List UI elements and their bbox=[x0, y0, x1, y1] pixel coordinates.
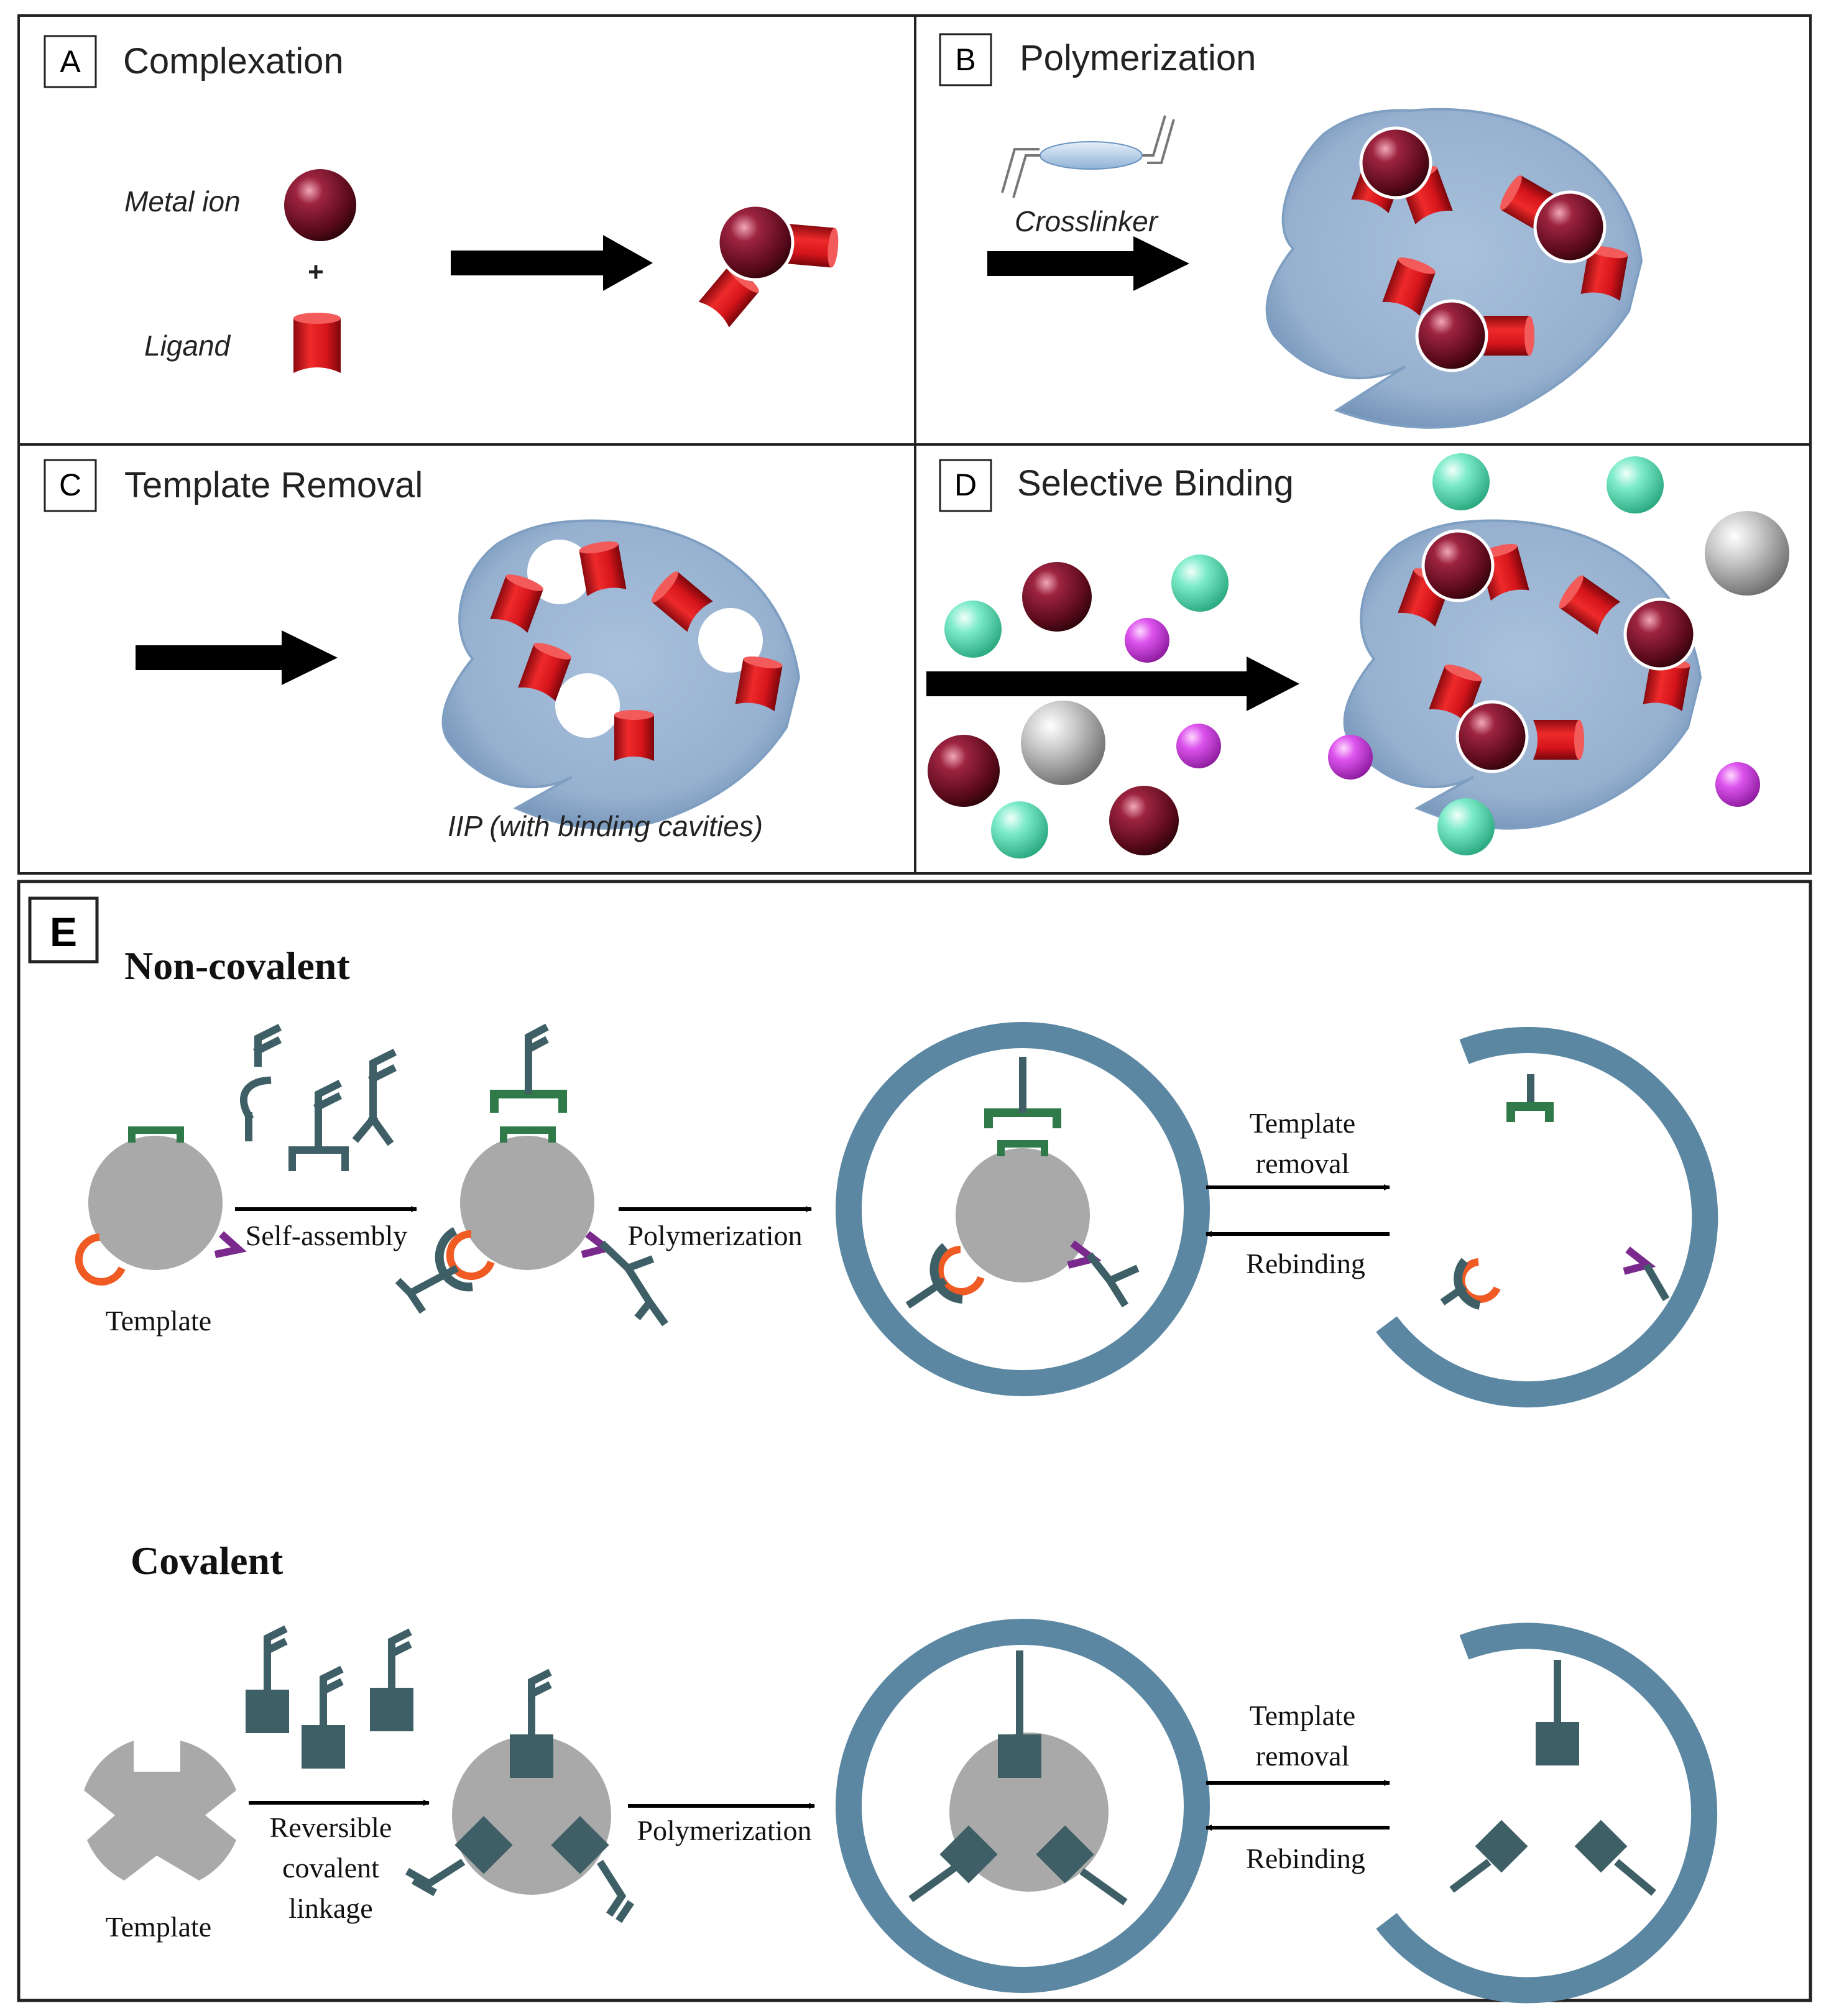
panel-a-letter: A bbox=[60, 44, 81, 79]
ligand-cylinder bbox=[293, 313, 341, 373]
panel-d-title: Selective Binding bbox=[1017, 463, 1294, 504]
covalent-heading: Covalent bbox=[131, 1539, 284, 1583]
panel-a-letter-box bbox=[44, 35, 97, 88]
panel-b-letter-box bbox=[939, 33, 992, 86]
metal-ion bbox=[1109, 786, 1179, 855]
noncovalent-heading: Non-covalent bbox=[124, 944, 350, 988]
iip-with-cavities bbox=[441, 519, 801, 830]
metal-ion-sphere bbox=[284, 169, 356, 241]
binding-cavity bbox=[698, 608, 763, 673]
free-monomers-noncovalent bbox=[240, 1023, 397, 1171]
panel-a: A Complexation Metal ion + Ligand bbox=[44, 35, 840, 373]
magenta-ion bbox=[1176, 724, 1221, 768]
crosslinker-molecule bbox=[1001, 115, 1175, 198]
iip-rebound bbox=[1343, 519, 1702, 830]
plus-sign: + bbox=[308, 257, 324, 287]
metal-ion-label: Metal ion bbox=[124, 185, 241, 218]
teal-ion bbox=[1432, 453, 1490, 510]
metal-ion bbox=[928, 735, 1000, 807]
silver-ion bbox=[1021, 701, 1105, 785]
panel-d-frame bbox=[914, 443, 1812, 875]
teal-ion bbox=[1437, 798, 1495, 855]
template-removal-arrow bbox=[136, 630, 338, 685]
panel-d-letter: D bbox=[954, 467, 977, 502]
teal-ion bbox=[991, 801, 1048, 858]
selective-binding-arrow bbox=[926, 656, 1299, 711]
teal-ion bbox=[944, 601, 1002, 658]
polymerization-arrow-b bbox=[987, 236, 1189, 291]
template-label-covalent: Template bbox=[106, 1911, 211, 1943]
panel-c: C Template Removal IIP (with binding cav… bbox=[44, 459, 801, 842]
self-assembly-label: Self-assembly bbox=[246, 1220, 408, 1251]
prepolymer-complex-covalent bbox=[405, 1668, 634, 1923]
imprinted-polymer-b bbox=[1265, 108, 1643, 429]
template-sphere-noncovalent bbox=[75, 1126, 247, 1286]
covalent-linkage-label-line3: linkage bbox=[288, 1892, 372, 1924]
panel-c-letter: C bbox=[59, 467, 81, 502]
free-ions bbox=[1328, 453, 1789, 855]
polymerization-label-noncovalent: Polymerization bbox=[627, 1220, 802, 1251]
ligand-label: Ligand bbox=[144, 329, 231, 362]
panel-b-title: Polymerization bbox=[1020, 38, 1256, 78]
panel-b: B Polymerization Crosslinker bbox=[939, 33, 1643, 429]
empty-imprinted-cavity-noncovalent bbox=[1376, 1027, 1718, 1407]
iip-caption: IIP (with binding cavities) bbox=[448, 810, 763, 842]
covalent-linkage-label-line1: Reversible bbox=[270, 1811, 392, 1843]
metal-ion bbox=[1022, 562, 1092, 632]
panel-d-letter-box bbox=[939, 459, 992, 512]
panel-b-letter: B bbox=[955, 42, 975, 77]
complexation-arrow bbox=[451, 235, 653, 291]
panel-e-letter: E bbox=[50, 909, 77, 955]
template-removal-label-line2-noncovalent: removal bbox=[1256, 1148, 1350, 1179]
free-monomers-covalent bbox=[246, 1625, 413, 1769]
teal-ion bbox=[1607, 456, 1664, 513]
panel-d: D Selective Binding bbox=[926, 453, 1789, 858]
ion-mixture bbox=[928, 555, 1229, 858]
imprinted-polymer-noncovalent bbox=[836, 1022, 1210, 1396]
silver-ion bbox=[1705, 511, 1789, 596]
empty-imprinted-cavity-covalent bbox=[1376, 1622, 1718, 2004]
template-removal-label-line2-covalent: removal bbox=[1256, 1740, 1350, 1772]
polymerization-label-covalent: Polymerization bbox=[637, 1815, 811, 1846]
panel-c-title: Template Removal bbox=[124, 465, 423, 505]
template-shape-covalent bbox=[84, 1741, 236, 1880]
magenta-ion bbox=[1125, 618, 1169, 663]
rebinding-label-covalent: Rebinding bbox=[1246, 1843, 1365, 1874]
binding-cavity bbox=[527, 540, 592, 604]
panel-e-letter-box bbox=[28, 896, 99, 964]
panel-e-frame bbox=[17, 880, 1812, 2002]
covalent-linkage-label-line2: covalent bbox=[282, 1852, 379, 1884]
magenta-ion bbox=[1328, 735, 1373, 780]
covalent-row: Covalent Template Reversible covalent li… bbox=[84, 1539, 1718, 2004]
rebinding-label-noncovalent: Rebinding bbox=[1246, 1248, 1365, 1279]
panel-e: E Non-covalent Template Self-assembly bbox=[28, 896, 1718, 2004]
magenta-ion bbox=[1715, 762, 1760, 807]
binding-cavity bbox=[555, 673, 620, 738]
template-removal-label-line1-noncovalent: Template bbox=[1250, 1107, 1355, 1139]
template-removal-label-line1-covalent: Template bbox=[1250, 1700, 1355, 1731]
noncovalent-row: Non-covalent Template Self-assembly bbox=[75, 944, 1718, 1407]
crosslinker-label: Crosslinker bbox=[1015, 205, 1159, 237]
panel-a-title: Complexation bbox=[123, 41, 344, 81]
template-label-noncovalent: Template bbox=[106, 1305, 211, 1337]
prepolymer-complex-noncovalent bbox=[395, 1023, 668, 1327]
metal-ligand-complex bbox=[698, 203, 840, 328]
panel-c-letter-box bbox=[44, 459, 97, 512]
imprinted-polymer-covalent bbox=[836, 1619, 1210, 1993]
teal-ion bbox=[1171, 555, 1229, 612]
